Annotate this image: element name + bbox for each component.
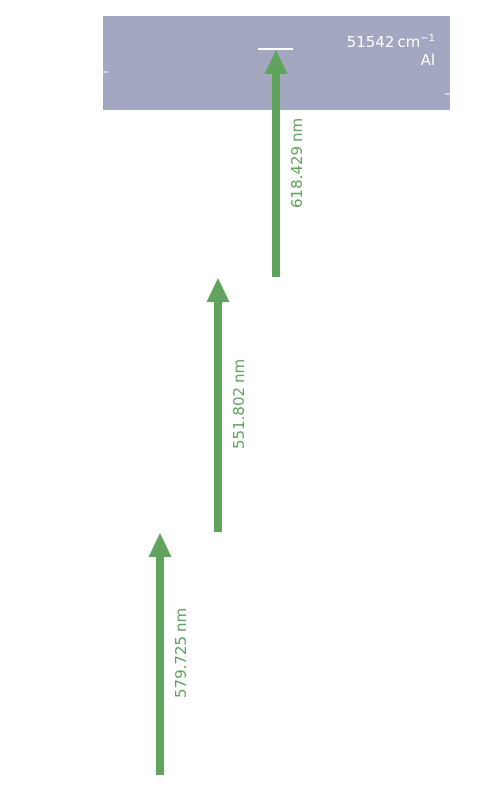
- transition-arrow-3: [264, 50, 288, 277]
- transition-2-wavelength: 551.802nm: [230, 359, 248, 449]
- transition-1-wavelength: 579.725nm: [172, 608, 190, 698]
- level-energy-value: 51542: [347, 33, 395, 51]
- level-species-label: Al: [421, 51, 435, 69]
- level-energy-exponent: −1: [420, 33, 435, 44]
- transition-3-wavelength: 618.429nm: [288, 118, 306, 208]
- transition-arrow-2: [206, 278, 230, 532]
- level-energy-unit: cm: [397, 33, 420, 51]
- transition-arrow-1: [148, 533, 172, 775]
